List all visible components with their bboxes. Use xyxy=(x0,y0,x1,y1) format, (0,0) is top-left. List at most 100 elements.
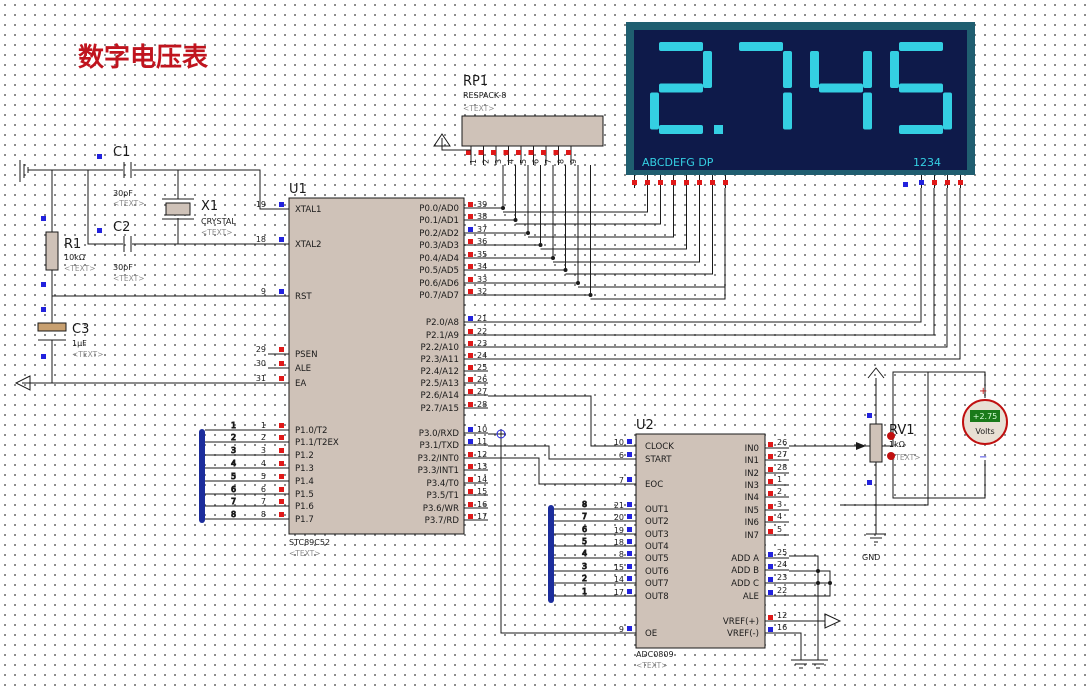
u2-pin-num: 3 xyxy=(777,500,782,509)
u1-pin-num: 24 xyxy=(477,351,487,360)
seven-segment-display[interactable]: ABCDEFG DP 1234 xyxy=(626,22,975,188)
u1-pin-marker xyxy=(468,289,473,294)
u2-pin-marker xyxy=(768,590,773,595)
u2-pin-name: OUT6 xyxy=(645,567,669,577)
rp1-pin-label: 6 xyxy=(532,159,541,164)
c3-value: 1μF xyxy=(72,339,87,348)
vcc-arrow-icon xyxy=(867,367,885,379)
u2-pin-num: 22 xyxy=(777,586,787,595)
u2-pin-marker xyxy=(768,479,773,484)
u2-pin-marker xyxy=(768,442,773,447)
u1-right-pins: 39P0.0/AD038P0.1/AD137P0.2/AD236P0.3/AD3… xyxy=(418,200,488,526)
rv1-potentiometer[interactable]: RV1 1kΩ <TEXT> GND xyxy=(789,367,986,562)
display-pin xyxy=(710,180,715,185)
u1-pin-name: P1.2 xyxy=(295,451,314,461)
ea-arrow-icon xyxy=(14,375,31,391)
segment-a xyxy=(659,42,703,51)
u2-placeholder: <TEXT> xyxy=(636,661,667,670)
u1-pin-num: 28 xyxy=(477,400,487,409)
voltmeter-reading: +2.75 xyxy=(973,412,998,421)
voltmeter[interactable]: +2.75 Volts + − xyxy=(932,371,1008,463)
rp1-pin xyxy=(516,150,521,155)
display-digits xyxy=(650,42,952,134)
u2-pin-marker xyxy=(768,491,773,496)
u1-pin-marker xyxy=(468,502,473,507)
u2-pin-num: 28 xyxy=(777,463,787,472)
u1-pin-marker xyxy=(279,202,284,207)
u1-pin-name: P2.2/A10 xyxy=(420,343,459,353)
u2-pin-num: 27 xyxy=(777,450,787,459)
u1-pin-name: ALE xyxy=(295,364,311,374)
u1-pin-marker xyxy=(468,489,473,494)
u1-pin-marker xyxy=(468,341,473,346)
u1-pin-marker xyxy=(468,239,473,244)
rp1-pin-label: 1 xyxy=(469,159,478,164)
u1-pin-name: P3.1/TXD xyxy=(420,441,460,451)
u1-microcontroller[interactable]: U1 STC89C52 <TEXT> 19XTAL118XTAL29RST29P… xyxy=(256,182,488,558)
u1-pin-num: 3 xyxy=(261,446,266,455)
u1-pin-name: P1.4 xyxy=(295,477,314,487)
r1-body xyxy=(45,231,59,271)
oscillator-circuit[interactable]: C1 30pF <TEXT> C2 30pF <TEXT> X1 CRYSTAL… xyxy=(19,145,289,283)
u2-pin-num: 7 xyxy=(619,476,624,485)
display-pin xyxy=(658,180,663,185)
u1-pin-num: 16 xyxy=(477,500,487,509)
u1-pin-marker xyxy=(468,353,473,358)
u1-body xyxy=(288,197,465,535)
u2-pin-marker xyxy=(768,627,773,632)
rv1-ref: RV1 xyxy=(889,423,915,438)
u2-pin-name: OUT5 xyxy=(645,554,669,564)
digit-4 xyxy=(890,42,952,134)
u1-pin-marker xyxy=(468,377,473,382)
u1-pin-num: 8 xyxy=(261,510,266,519)
u1-pin-name: P1.5 xyxy=(295,490,314,500)
u1-pin-name: P2.1/A9 xyxy=(426,331,459,341)
control-wiring xyxy=(488,395,842,669)
u1-pin-name: P1.0/T2 xyxy=(295,426,327,436)
u1-pin-marker xyxy=(279,512,284,517)
u2-pin-name: OUT7 xyxy=(645,579,669,589)
u1-pin-marker xyxy=(468,277,473,282)
u1-pin-num: 9 xyxy=(261,287,266,296)
u1-pin-marker xyxy=(279,237,284,242)
u1-pin-num: 32 xyxy=(477,287,487,296)
u1-pin-num: 27 xyxy=(477,387,487,396)
u2-pin-num: 24 xyxy=(777,560,787,569)
u2-bus-label: 1 xyxy=(582,587,587,596)
display-digit-labels: 1234 xyxy=(913,156,941,169)
u1-pin-marker xyxy=(279,474,284,479)
u1-pin-marker xyxy=(279,461,284,466)
u1-pin-name: P0.2/AD2 xyxy=(419,229,459,239)
gnd-icon xyxy=(866,533,886,543)
u2-pin-marker xyxy=(768,552,773,557)
u2-pin-marker xyxy=(627,576,632,581)
u2-pin-num: 21 xyxy=(614,501,624,510)
u1-ref: U1 xyxy=(289,182,307,197)
u2-pin-name: IN0 xyxy=(745,444,759,454)
port2-wiring xyxy=(488,188,961,360)
u2-pin-num: 4 xyxy=(777,512,782,521)
u1-pin-marker xyxy=(279,487,284,492)
r1-value: 10kΩ xyxy=(64,253,85,262)
u1-pin-name: P3.3/INT1 xyxy=(418,466,459,476)
u1-bus-label: 6 xyxy=(231,485,236,494)
u1-pin-name: P1.1/T2EX xyxy=(295,438,339,448)
reset-circuit[interactable]: R1 10kΩ <TEXT> C3 1μF <TEXT> xyxy=(14,170,289,391)
u1-pin-marker xyxy=(468,452,473,457)
u1-pin-name: XTAL1 xyxy=(295,205,321,215)
u1-pin-num: 34 xyxy=(477,262,487,271)
u1-pin-num: 25 xyxy=(477,363,487,372)
ground-icon xyxy=(19,160,29,182)
u1-pin-name: P0.7/AD7 xyxy=(419,291,459,301)
segment-g xyxy=(659,83,703,93)
u2-pin-name: OUT3 xyxy=(645,530,669,540)
u2-bus-label: 3 xyxy=(582,562,587,571)
pin-markers xyxy=(41,154,908,485)
u2-pin-name: VREF(+) xyxy=(723,617,759,627)
u1-pin-name: XTAL2 xyxy=(295,240,321,250)
u1-pin-marker xyxy=(279,448,284,453)
